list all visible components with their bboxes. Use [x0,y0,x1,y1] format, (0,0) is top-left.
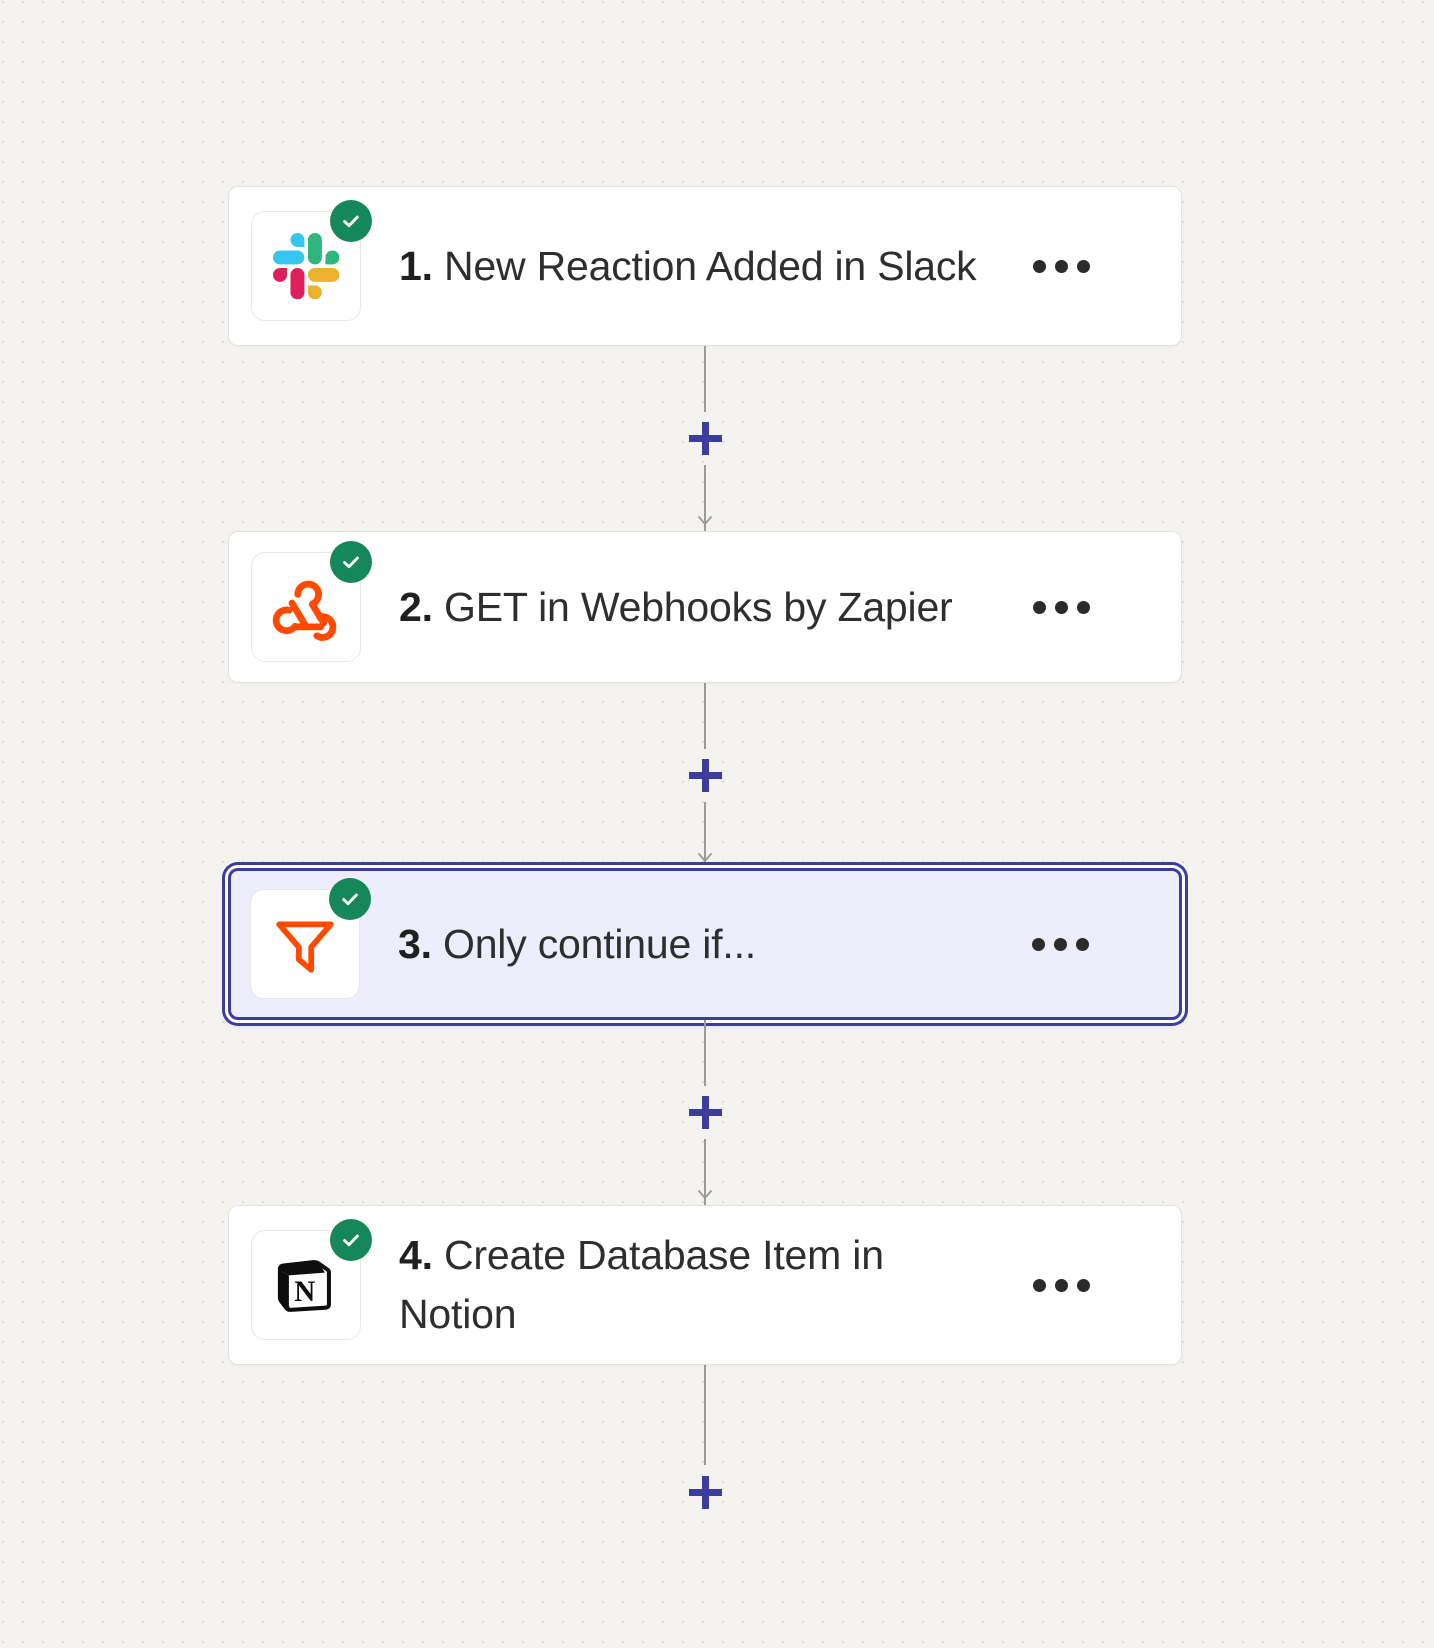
step-more-menu-2[interactable] [1027,585,1096,630]
status-check-icon-step-1 [330,200,372,242]
add-step-button-1-2[interactable] [682,416,728,462]
slack-icon [273,233,339,299]
add-step-button-2-3[interactable] [682,753,728,799]
arrow-head-icon [697,514,713,532]
connector-line [704,465,706,531]
ellipsis-dot [1077,259,1090,273]
ellipsis-dot [1055,600,1068,614]
step-more-menu-1[interactable] [1027,244,1096,289]
svg-text:N: N [294,1276,315,1308]
step-title-2: 2. GET in Webhooks by Zapier [399,578,1009,637]
connector-line [704,1365,706,1465]
ellipsis-dot [1033,1278,1046,1292]
step-more-menu-4[interactable] [1027,1263,1096,1308]
plus-icon [701,1476,709,1509]
step-card-4[interactable]: N 4. Create Database Item in Notion [228,1205,1182,1365]
step-more-menu-3[interactable] [1026,922,1095,967]
ellipsis-dot [1033,600,1046,614]
ellipsis-dot [1033,259,1046,273]
step-title-text-1: New Reaction Added in Slack [444,242,977,289]
ellipsis-dot [1032,937,1045,951]
ellipsis-dot [1055,1278,1068,1292]
arrow-head-icon [697,851,713,869]
connector-2-3 [228,683,1182,868]
plus-icon [701,759,709,792]
filter-icon [272,911,338,977]
step-index-3: 3. [398,920,432,967]
ellipsis-dot [1077,600,1090,614]
webhooks-icon [271,572,341,642]
connector-line [704,1020,706,1086]
step-list: 1. New Reaction Added in Slack [228,186,1182,1620]
connector-line [704,802,706,868]
connector-after-4 [228,1365,1182,1620]
connector-1-2 [228,346,1182,531]
step-title-text-2: GET in Webhooks by Zapier [444,583,953,630]
ellipsis-dot [1054,937,1067,951]
step-title-4: 4. Create Database Item in Notion [399,1226,1009,1344]
step-index-4: 4. [399,1232,433,1278]
step-title-3: 3. Only continue if... [398,915,1008,974]
connector-line [704,1525,706,1620]
arrow-head-icon [697,1188,713,1206]
step-title-text-4: Create Database Item in Notion [399,1232,884,1337]
app-icon-tile-notion: N [251,1219,372,1340]
step-card-1[interactable]: 1. New Reaction Added in Slack [228,186,1182,346]
step-title-1: 1. New Reaction Added in Slack [399,237,1009,296]
add-step-button-after-4[interactable] [682,1470,728,1516]
status-check-icon-step-4 [330,1219,372,1261]
plus-icon [701,422,709,455]
add-step-button-3-4[interactable] [682,1090,728,1136]
status-check-icon-step-3 [329,878,371,920]
app-icon-tile-slack [251,200,372,321]
app-icon-tile-filter [250,878,371,999]
connector-line [704,683,706,749]
step-title-text-3: Only continue if... [443,920,756,967]
ellipsis-dot [1077,1278,1090,1292]
connector-line [704,346,706,412]
status-check-icon-step-2 [330,541,372,583]
step-card-2[interactable]: 2. GET in Webhooks by Zapier [228,531,1182,683]
notion-icon: N [275,1254,337,1316]
connector-3-4 [228,1020,1182,1205]
step-index-2: 2. [399,583,433,630]
plus-icon [701,1096,709,1129]
step-index-1: 1. [399,242,433,289]
step-card-3[interactable]: 3. Only continue if... [228,868,1182,1020]
ellipsis-dot [1076,937,1089,951]
ellipsis-dot [1055,259,1068,273]
connector-line [704,1139,706,1205]
app-icon-tile-webhooks [251,541,372,662]
